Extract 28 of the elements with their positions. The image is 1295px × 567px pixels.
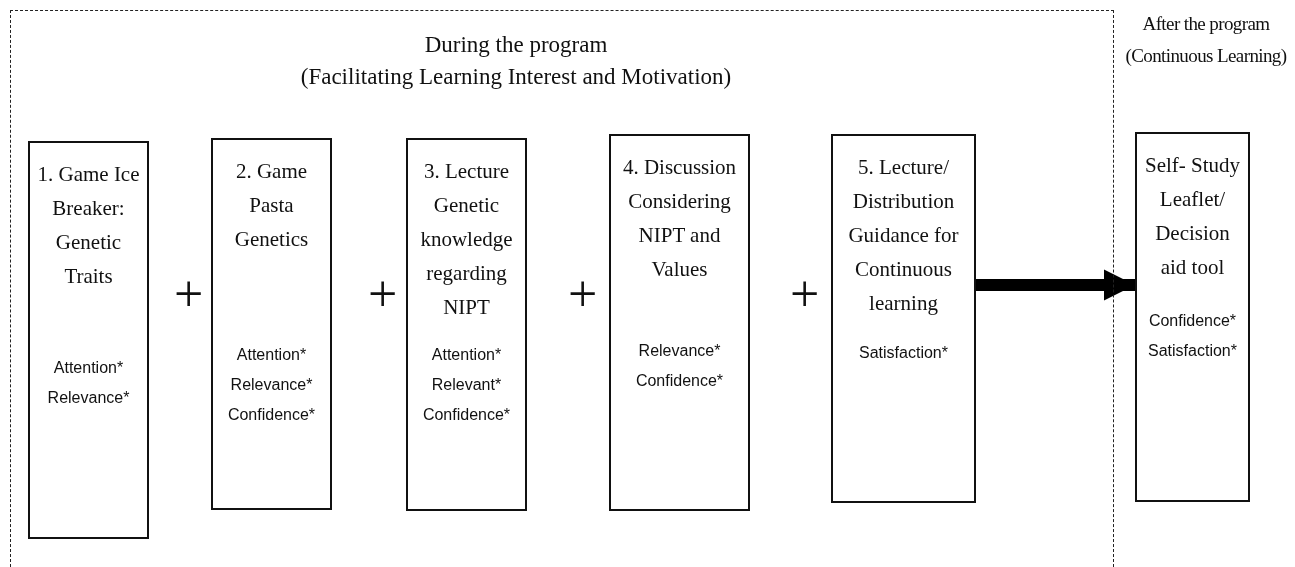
activity-box	[28, 141, 149, 539]
arrow	[975, 269, 1135, 301]
plus-sign: +	[790, 268, 820, 320]
plus-sign: +	[568, 268, 598, 320]
activity-box	[609, 134, 750, 511]
activity-box	[1135, 132, 1250, 502]
motivation-list: Confidence* Satisfaction*	[1143, 306, 1242, 366]
phase-heading: (Continuous Learning)	[1124, 44, 1288, 68]
plus-sign: +	[368, 268, 398, 320]
activity-box	[211, 138, 332, 510]
motivation-list: Satisfaction*	[859, 338, 948, 368]
motivation-list: Attention* Relevant* Confidence*	[414, 340, 519, 430]
motivation-list: Relevance* Confidence*	[617, 336, 742, 396]
activity-title: 3. Lecture Genetic knowledge regarding NIPT	[419, 158, 514, 321]
activity-title: 2. Game Pasta Genetics	[233, 158, 310, 253]
phase-heading: After the program	[1141, 12, 1271, 36]
activity-box	[831, 134, 976, 503]
activity-title: 4. Discussion Considering NIPT and Values	[621, 154, 738, 283]
frame-heading: (Facilitating Learning Interest and Motivation)	[300, 63, 732, 91]
motivation-list: Attention* Relevance*	[36, 353, 141, 413]
activity-title: 5. Lecture/ Distribution Guidance for Continuous learning	[847, 154, 960, 317]
plus-sign: +	[174, 268, 204, 320]
activity-title: Self- Study Leaflet/ Decision aid tool	[1143, 152, 1242, 281]
activity-box	[406, 138, 527, 511]
dashed-frame	[10, 10, 1114, 567]
motivation-list: Attention* Relevance* Confidence*	[219, 340, 324, 430]
activity-title: 1. Game Ice Breaker: Genetic Traits	[36, 161, 141, 290]
frame-heading: During the program	[424, 31, 608, 59]
